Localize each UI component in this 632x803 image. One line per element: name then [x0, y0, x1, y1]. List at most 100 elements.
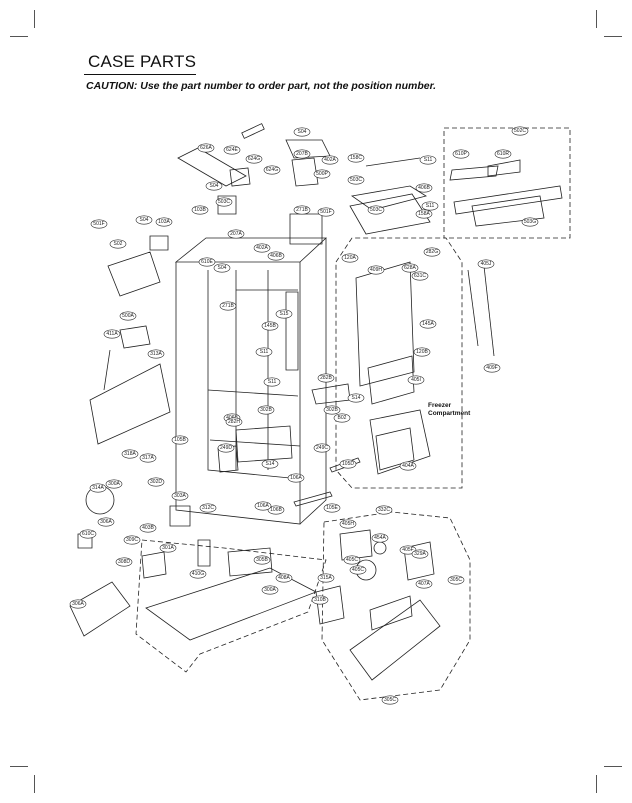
part-callout: 306A	[97, 517, 115, 527]
callout-oval	[407, 375, 425, 385]
callout-oval	[213, 263, 231, 273]
callout-text: 303A	[174, 493, 186, 499]
callout-oval	[317, 373, 335, 383]
part-callout: 503G	[521, 217, 539, 227]
part-callout: 158C	[347, 153, 365, 163]
callout-text: 409H	[370, 267, 382, 273]
part-callout: 610C	[79, 529, 97, 539]
part-callout: 500A	[119, 311, 137, 321]
part-callout: S04	[205, 181, 223, 191]
callout-text: 405H	[342, 521, 354, 527]
callout-oval	[421, 201, 439, 211]
duct-assembly	[449, 159, 563, 227]
freezer-label-line2: Compartment	[428, 410, 471, 417]
part-callout: 402A	[321, 155, 339, 165]
part-callout: 405C	[349, 565, 367, 575]
part-callout: S11	[419, 155, 437, 165]
callout-oval	[313, 169, 331, 179]
callout-text: 313A	[150, 351, 162, 357]
part-callout: S15	[275, 309, 293, 319]
callout-oval	[494, 149, 512, 159]
part-callout: 405F	[399, 545, 417, 555]
part-callout: 503C	[367, 205, 385, 215]
callout-text: 610P	[455, 151, 467, 157]
callout-text: 282G	[426, 249, 438, 255]
callout-oval	[267, 505, 285, 515]
part-callout: 610P	[452, 149, 470, 159]
callout-text: 145A	[422, 321, 434, 327]
callout-text: 310B	[314, 597, 326, 603]
callout-oval	[347, 393, 365, 403]
part-callout: 409F	[483, 363, 501, 373]
part-callout: 403B	[139, 523, 157, 533]
callout-text: 501F	[320, 209, 331, 215]
part-callout: 610E	[198, 257, 216, 267]
callout-text: 628A	[404, 265, 416, 271]
callout-text: S11	[260, 349, 269, 355]
part-callout: 145A	[419, 319, 437, 329]
part-callout: 105B	[171, 435, 189, 445]
callout-oval	[155, 217, 173, 227]
callout-text: 626A	[200, 145, 212, 151]
callout-oval	[253, 555, 271, 565]
part-callout: 318A	[121, 449, 139, 459]
callout-oval	[255, 347, 273, 357]
callout-text: 405J	[481, 261, 492, 267]
callout-text: S14	[352, 395, 361, 401]
part-callout: 120B	[413, 347, 431, 357]
callout-oval	[275, 309, 293, 319]
part-callout: 310B	[311, 595, 329, 605]
part-callout: 315A	[317, 573, 335, 583]
callout-text: 624E	[226, 147, 238, 153]
callout-text: 405F	[402, 547, 413, 553]
part-callout: 106A	[254, 501, 272, 511]
part-callout: 411A	[103, 329, 121, 339]
part-callout: 405C	[343, 555, 361, 565]
callout-oval	[205, 181, 223, 191]
part-callout: 404A	[399, 461, 417, 471]
callout-oval	[275, 573, 293, 583]
part-callout: S11	[263, 377, 281, 387]
cabinet-body	[174, 237, 328, 525]
part-callout: 454A	[371, 533, 389, 543]
callout-oval	[189, 569, 207, 579]
callout-oval	[90, 219, 108, 229]
callout-oval	[447, 575, 465, 585]
callout-oval	[253, 243, 271, 253]
part-callout: 626A	[197, 143, 215, 153]
callout-text: 106A	[257, 503, 269, 509]
part-callout: 302B	[323, 405, 341, 415]
part-callout: 313A	[147, 349, 165, 359]
callout-oval	[321, 155, 339, 165]
callout-text: 282B	[320, 375, 332, 381]
callout-oval	[477, 259, 495, 269]
callout-oval	[313, 443, 331, 453]
callout-oval	[347, 175, 365, 185]
crop-mark	[604, 766, 622, 767]
callout-text: 103A	[158, 219, 170, 225]
callout-oval	[257, 405, 275, 415]
part-callout: 306A	[69, 599, 87, 609]
callout-text: 106A	[290, 475, 302, 481]
callout-oval	[199, 503, 217, 513]
callout-oval	[267, 251, 285, 261]
freezer-compartment-label: Freezer Compartment	[428, 402, 470, 418]
callout-text: 501F	[93, 221, 104, 227]
callout-oval	[347, 153, 365, 163]
callout-oval	[419, 155, 437, 165]
part-callout: 103B	[191, 205, 209, 215]
callout-text: 624G	[248, 156, 260, 162]
callout-text: 403B	[142, 525, 154, 531]
part-callout: S04	[135, 215, 153, 225]
callout-oval	[381, 695, 399, 705]
part-callout: S11	[421, 201, 439, 211]
part-callout: 309C	[123, 535, 141, 545]
callout-text: 105E	[326, 505, 338, 511]
part-callout: 624E	[223, 145, 241, 155]
callout-text: 454A	[374, 535, 386, 541]
callout-oval	[367, 205, 385, 215]
callout-text: 207A	[230, 231, 242, 237]
callout-text: S14	[266, 461, 275, 467]
callout-text: 500P	[316, 171, 328, 177]
left-side-parts	[89, 235, 171, 445]
